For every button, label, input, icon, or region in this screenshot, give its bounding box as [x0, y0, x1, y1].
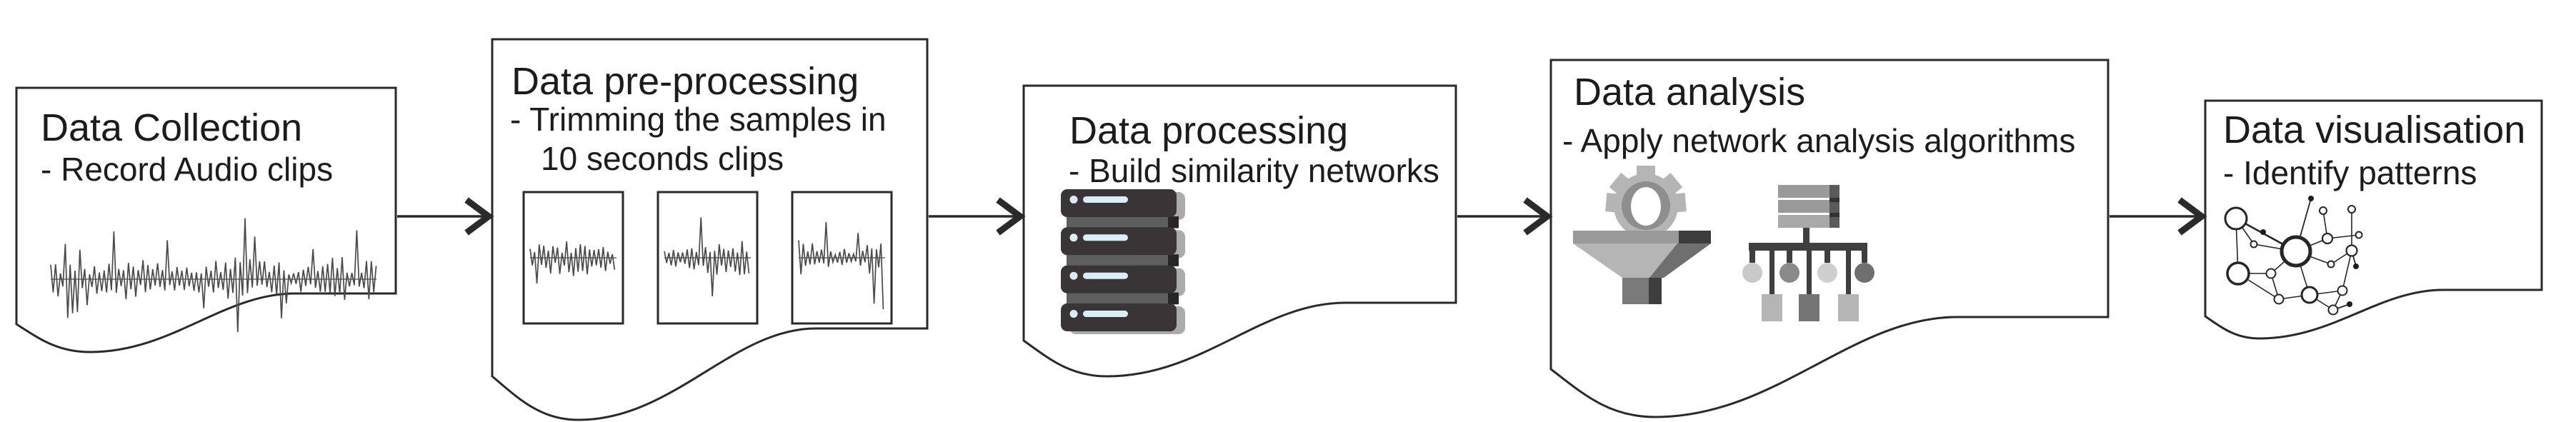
stage-1-title: Data Collection [41, 106, 303, 149]
document-shapes [15, 38, 2543, 421]
stage-2-detail-line-2: 10 seconds clips [541, 140, 784, 177]
flow-arrow-3 [1457, 197, 1553, 236]
audio-waveform-icon [50, 218, 377, 333]
document-shape-stage-5 [2204, 99, 2543, 340]
flow-arrow-4 [2110, 197, 2207, 236]
stage-4-title: Data analysis [1574, 71, 1806, 114]
flow-arrows [397, 197, 2207, 236]
network-graph-icon [2224, 196, 2363, 316]
flow-arrow-2 [929, 197, 1026, 236]
flow-arrow-1 [397, 197, 494, 236]
server-stack-icon [1061, 189, 1185, 334]
hierarchy-icon [1742, 185, 1874, 321]
stage-5-detail: - Identify patterns [2223, 154, 2477, 191]
stage-5-title: Data visualisation [2223, 109, 2526, 151]
stage-4-detail: - Apply network analysis algorithms [1562, 122, 2076, 159]
stage-1-detail: - Record Audio clips [41, 151, 334, 188]
gear-funnel-icon [1573, 166, 1711, 304]
audio-clip-icons [522, 191, 893, 325]
stage-2-title: Data pre-processing [511, 60, 859, 103]
stage-3-title: Data processing [1069, 109, 1349, 152]
stage-3-detail: - Build similarity networks [1069, 152, 1439, 189]
stage-2-detail-line-1: - Trimming the samples in [510, 101, 887, 138]
document-shape-stage-4 [1549, 59, 2110, 418]
